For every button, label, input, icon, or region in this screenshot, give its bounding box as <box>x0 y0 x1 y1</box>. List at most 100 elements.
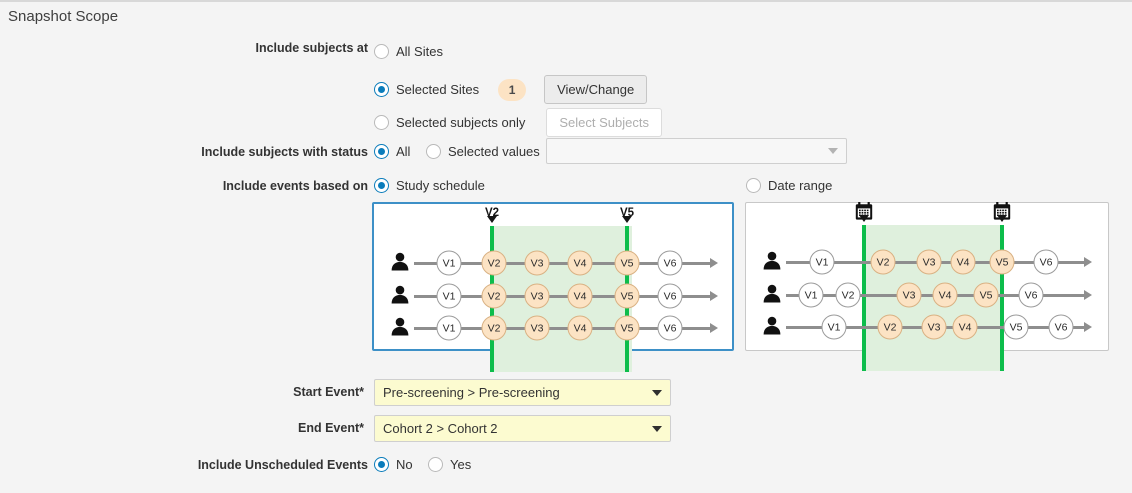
visit-node[interactable]: V1 <box>798 282 824 308</box>
chevron-down-icon <box>652 389 662 396</box>
visit-node[interactable]: V3 <box>524 250 550 276</box>
radio-study-schedule[interactable]: Study schedule <box>374 178 485 193</box>
person-icon <box>390 252 410 275</box>
radio-status-all-label: All <box>396 144 411 159</box>
radio-all-sites-control[interactable] <box>374 44 389 59</box>
visit-node[interactable]: V6 <box>657 315 683 341</box>
visit-node[interactable]: V2 <box>870 249 896 275</box>
include-unscheduled-events-label-wrap: Include Unscheduled Events <box>0 458 368 472</box>
radio-selected-subjects-only-control[interactable] <box>374 115 389 130</box>
radio-status-all[interactable]: All <box>374 144 410 159</box>
visit-node[interactable]: V2 <box>835 282 861 308</box>
visit-node[interactable]: V5 <box>1003 314 1029 340</box>
triangle-marker-icon <box>997 215 1007 222</box>
visit-node[interactable]: V4 <box>567 250 593 276</box>
visit-node[interactable]: V1 <box>809 249 835 275</box>
visit-node[interactable]: V3 <box>921 314 947 340</box>
start-event-value: Pre-screening > Pre-screening <box>383 385 560 400</box>
end-event-value: Cohort 2 > Cohort 2 <box>383 421 498 436</box>
include-subjects-at-label: Include subjects at <box>255 41 368 55</box>
radio-selected-subjects-only[interactable]: Selected subjects only Select Subjects <box>374 108 662 137</box>
visit-node[interactable]: V4 <box>567 283 593 309</box>
radio-status-all-control[interactable] <box>374 144 389 159</box>
view-change-button[interactable]: View/Change <box>544 75 648 104</box>
start-event-label: Start Event* <box>293 385 364 399</box>
include-subjects-with-status-label-wrap: Include subjects with status <box>0 145 368 159</box>
triangle-marker-icon <box>622 216 632 223</box>
timeline-arrow-icon <box>1084 322 1092 332</box>
end-event-label: End Event* <box>298 421 364 435</box>
visit-node[interactable]: V5 <box>614 283 640 309</box>
visit-node[interactable]: V1 <box>436 283 462 309</box>
radio-date-range-label: Date range <box>768 178 833 193</box>
visit-node[interactable]: V1 <box>436 315 462 341</box>
visit-node[interactable]: V6 <box>657 250 683 276</box>
chevron-down-icon <box>828 148 838 154</box>
visit-node[interactable]: V1 <box>821 314 847 340</box>
range-boundary-line <box>1000 225 1004 371</box>
timeline-track <box>414 262 710 265</box>
timeline-track <box>414 327 710 330</box>
visit-node[interactable]: V5 <box>973 282 999 308</box>
visit-node[interactable]: V5 <box>989 249 1015 275</box>
radio-unscheduled-no-control[interactable] <box>374 457 389 472</box>
radio-selected-sites-label: Selected Sites <box>396 82 480 97</box>
chevron-down-icon <box>652 425 662 432</box>
end-event-label-wrap: End Event* <box>0 421 364 435</box>
radio-selected-sites-control[interactable] <box>374 82 389 97</box>
include-subjects-at-label-wrap: Include subjects at <box>0 41 368 55</box>
radio-unscheduled-no[interactable]: No <box>374 457 413 472</box>
start-event-dropdown[interactable]: Pre-screening > Pre-screening <box>374 379 671 406</box>
radio-status-selected-values-label: Selected values <box>448 144 540 159</box>
selected-range-band <box>492 226 632 372</box>
range-boundary-line <box>862 225 866 371</box>
radio-study-schedule-control[interactable] <box>374 178 389 193</box>
visit-node[interactable]: V4 <box>952 314 978 340</box>
triangle-marker-icon <box>487 216 497 223</box>
radio-status-selected-values-control[interactable] <box>426 144 441 159</box>
radio-selected-subjects-only-label: Selected subjects only <box>396 115 526 130</box>
site-count-badge: 1 <box>498 78 527 101</box>
visit-node[interactable]: V2 <box>481 250 507 276</box>
radio-unscheduled-no-label: No <box>396 457 413 472</box>
top-divider <box>0 0 1132 2</box>
radio-date-range-control[interactable] <box>746 178 761 193</box>
timeline-track <box>414 295 710 298</box>
visit-node[interactable]: V3 <box>916 249 942 275</box>
start-event-label-wrap: Start Event* <box>0 385 364 399</box>
visit-node[interactable]: V1 <box>436 250 462 276</box>
visit-node[interactable]: V6 <box>1048 314 1074 340</box>
radio-status-selected-values[interactable]: Selected values <box>426 144 540 159</box>
visit-node[interactable]: V4 <box>567 315 593 341</box>
end-event-dropdown[interactable]: Cohort 2 > Cohort 2 <box>374 415 671 442</box>
visit-node[interactable]: V3 <box>896 282 922 308</box>
visit-node[interactable]: V3 <box>524 283 550 309</box>
status-values-dropdown[interactable] <box>546 138 847 164</box>
timeline-arrow-icon <box>710 291 718 301</box>
radio-all-sites-label: All Sites <box>396 44 443 59</box>
visit-node[interactable]: V2 <box>481 283 507 309</box>
visit-node[interactable]: V4 <box>950 249 976 275</box>
page-title: Snapshot Scope <box>8 8 119 25</box>
timeline-arrow-icon <box>1084 257 1092 267</box>
visit-node[interactable]: V6 <box>1033 249 1059 275</box>
radio-unscheduled-yes-control[interactable] <box>428 457 443 472</box>
timeline-arrow-icon <box>710 258 718 268</box>
visit-node[interactable]: V4 <box>932 282 958 308</box>
radio-all-sites[interactable]: All Sites <box>374 44 443 59</box>
visit-node[interactable]: V2 <box>481 315 507 341</box>
visit-node[interactable]: V6 <box>1018 282 1044 308</box>
include-unscheduled-events-label: Include Unscheduled Events <box>197 458 368 472</box>
visit-node[interactable]: V3 <box>524 315 550 341</box>
radio-date-range[interactable]: Date range <box>746 178 832 193</box>
person-icon <box>762 284 782 307</box>
radio-selected-sites[interactable]: Selected Sites 1 View/Change <box>374 75 648 104</box>
visit-node[interactable]: V5 <box>614 250 640 276</box>
visit-node[interactable]: V5 <box>614 315 640 341</box>
visit-node[interactable]: V2 <box>877 314 903 340</box>
radio-unscheduled-yes[interactable]: Yes <box>428 457 471 472</box>
select-subjects-button: Select Subjects <box>546 108 662 137</box>
visit-node[interactable]: V6 <box>657 283 683 309</box>
